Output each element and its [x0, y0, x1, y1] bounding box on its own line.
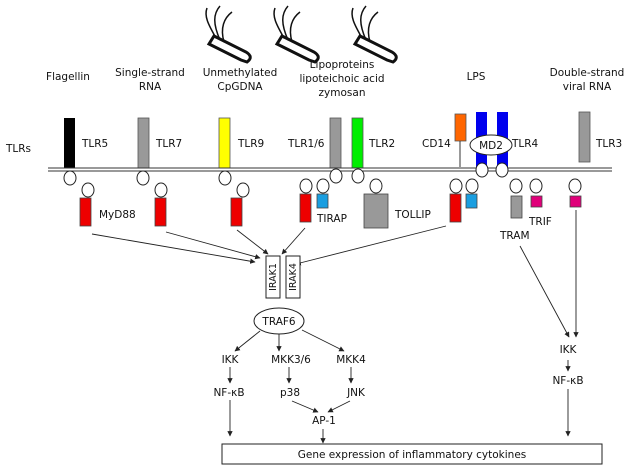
- ligand-dsrna-line2: viral RNA: [563, 81, 612, 93]
- traf6-label: TRAF6: [261, 316, 296, 328]
- ligand-ssrna-line1: Single-strand: [115, 67, 185, 79]
- tlr9-receptor: [218, 117, 231, 169]
- tlr7-receptor: [137, 117, 150, 169]
- tirap-block: [316, 193, 329, 209]
- md2-label: MD2: [479, 140, 503, 152]
- tlrs-label: TLRs: [5, 143, 31, 155]
- irak1-label: IRAK1: [268, 263, 279, 291]
- ligand-cpg-line1: Unmethylated: [203, 67, 278, 79]
- cd14-label: CD14: [422, 138, 451, 150]
- trif-block: [569, 195, 582, 208]
- myd88-label: MyD88: [99, 209, 136, 221]
- tlr5-label: TLR5: [81, 138, 108, 150]
- ligand-flagellin: Flagellin: [46, 71, 90, 83]
- tlr9-label: TLR9: [237, 138, 264, 150]
- tirap-label: TIRAP: [316, 213, 347, 225]
- trif-label: TRIF: [528, 216, 552, 228]
- md2-oval: [469, 134, 513, 156]
- cd14-receptor: [454, 113, 467, 142]
- traf6-arrows: [234, 329, 345, 352]
- p38-label: p38: [280, 387, 300, 399]
- tir-domains: [63, 162, 582, 198]
- ikk-right-label: IKK: [560, 344, 578, 356]
- nfkb-label: NF-κB: [213, 387, 244, 399]
- nfkb-right-label: NF-κB: [552, 375, 583, 387]
- mkk4-label: MKK4: [336, 354, 366, 366]
- irak4-box: [285, 255, 301, 299]
- myd88-block: [299, 193, 312, 223]
- myd88-block: [79, 197, 92, 227]
- signal-arrows: [91, 210, 579, 338]
- ikk-label: IKK: [222, 354, 240, 366]
- ligand-lipo-line2: lipoteichoic acid: [299, 73, 384, 85]
- ligand-lipo-line3: zymosan: [319, 87, 366, 99]
- tirap-block: [465, 193, 478, 209]
- tlr5-receptor: [64, 118, 75, 168]
- tlr2-label: TLR2: [368, 138, 395, 150]
- tram-block: [510, 195, 523, 219]
- tlr4-label: TLR4: [511, 138, 539, 150]
- tlr3-label: TLR3: [595, 138, 622, 150]
- tlr2-receptor: [351, 117, 364, 169]
- myd88-block: [449, 193, 462, 223]
- irak1-box: [265, 255, 281, 299]
- tlr16-label: TLR1/6: [287, 138, 325, 150]
- gene-expression-label: Gene expression of inflammatory cytokine…: [298, 449, 527, 461]
- tlr7-label: TLR7: [155, 138, 182, 150]
- ligand-dsrna-line1: Double-strand: [550, 67, 625, 79]
- gene-expression-box: [221, 443, 603, 465]
- ligand-lipo-line1: Lipoproteins: [310, 59, 375, 71]
- ligand-cpg-line2: CpGDNA: [217, 81, 263, 93]
- bacterium-icon: [273, 5, 320, 64]
- ap1-label: AP-1: [312, 415, 336, 427]
- myd88-block: [230, 197, 243, 227]
- tollip-block: [363, 193, 389, 229]
- tlr3-receptor: [578, 111, 591, 163]
- cascade-arrows: [227, 360, 571, 444]
- tram-label: TRAM: [499, 230, 530, 242]
- myd88-block: [154, 197, 167, 227]
- tollip-label: TOLLIP: [394, 209, 431, 221]
- jnk-label: JNK: [346, 387, 366, 399]
- irak4-label: IRAK4: [288, 263, 299, 291]
- mkk36-label: MKK3/6: [271, 354, 311, 366]
- ligand-ssrna-line2: RNA: [139, 81, 162, 93]
- trif-block: [530, 195, 543, 208]
- bacterium-icon: [205, 5, 252, 64]
- tlr16-receptor: [329, 117, 342, 169]
- bacterium-icon: [351, 5, 398, 64]
- ligand-lps: LPS: [467, 71, 486, 83]
